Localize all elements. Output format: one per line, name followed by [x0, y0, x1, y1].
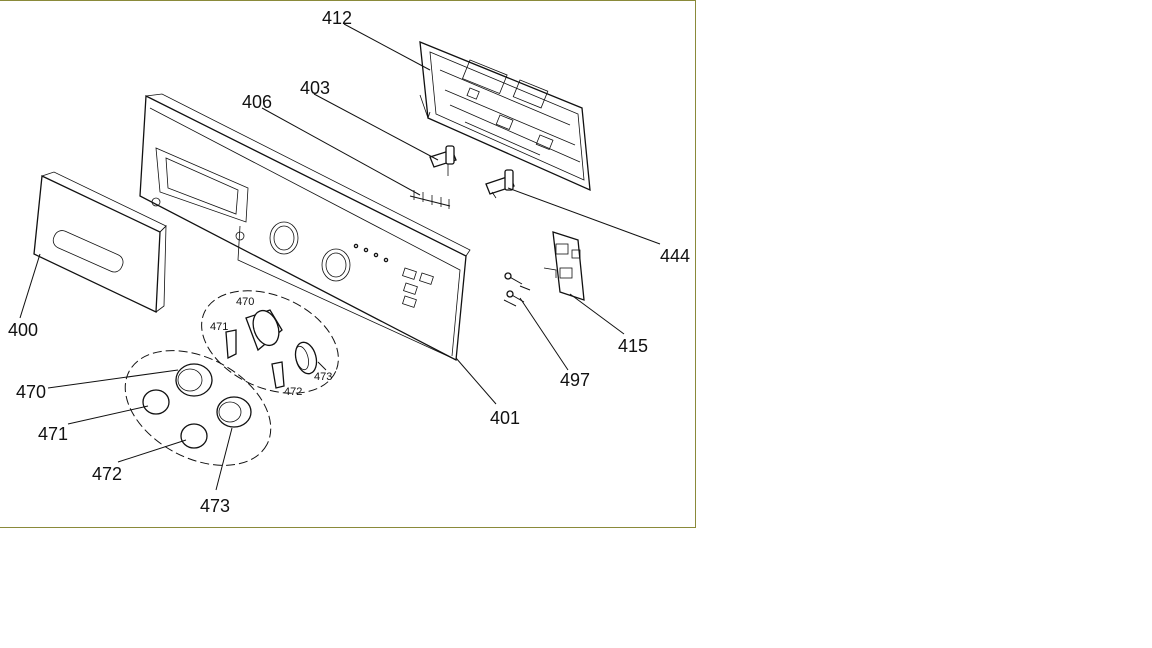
connector-444 [485, 169, 515, 199]
label-473: 473 [200, 496, 230, 516]
label-471: 471 [38, 424, 68, 444]
leader-lines [19, 23, 661, 491]
control-board-412 [419, 40, 591, 192]
label-471-upper: 471 [210, 321, 228, 333]
label-472: 472 [92, 464, 122, 484]
drawer-handle-400 [33, 171, 167, 314]
label-472-upper: 472 [284, 386, 302, 398]
label-470: 470 [16, 382, 46, 402]
label-497: 497 [560, 370, 590, 390]
label-473-upper: 473 [314, 371, 332, 383]
label-444: 444 [660, 246, 690, 266]
knob-group-upper [201, 290, 339, 394]
label-470-upper: 470 [236, 296, 254, 308]
connector-403 [429, 145, 457, 176]
label-403: 403 [300, 78, 330, 98]
knob-group-lower [124, 350, 272, 466]
label-406: 406 [242, 92, 272, 112]
label-415: 415 [618, 336, 648, 356]
label-400: 400 [8, 320, 38, 340]
label-401: 401 [490, 408, 520, 428]
label-412: 412 [322, 8, 352, 28]
front-panel-401 [139, 93, 471, 362]
bracket-415 [543, 231, 585, 301]
screws-497 [503, 272, 531, 307]
